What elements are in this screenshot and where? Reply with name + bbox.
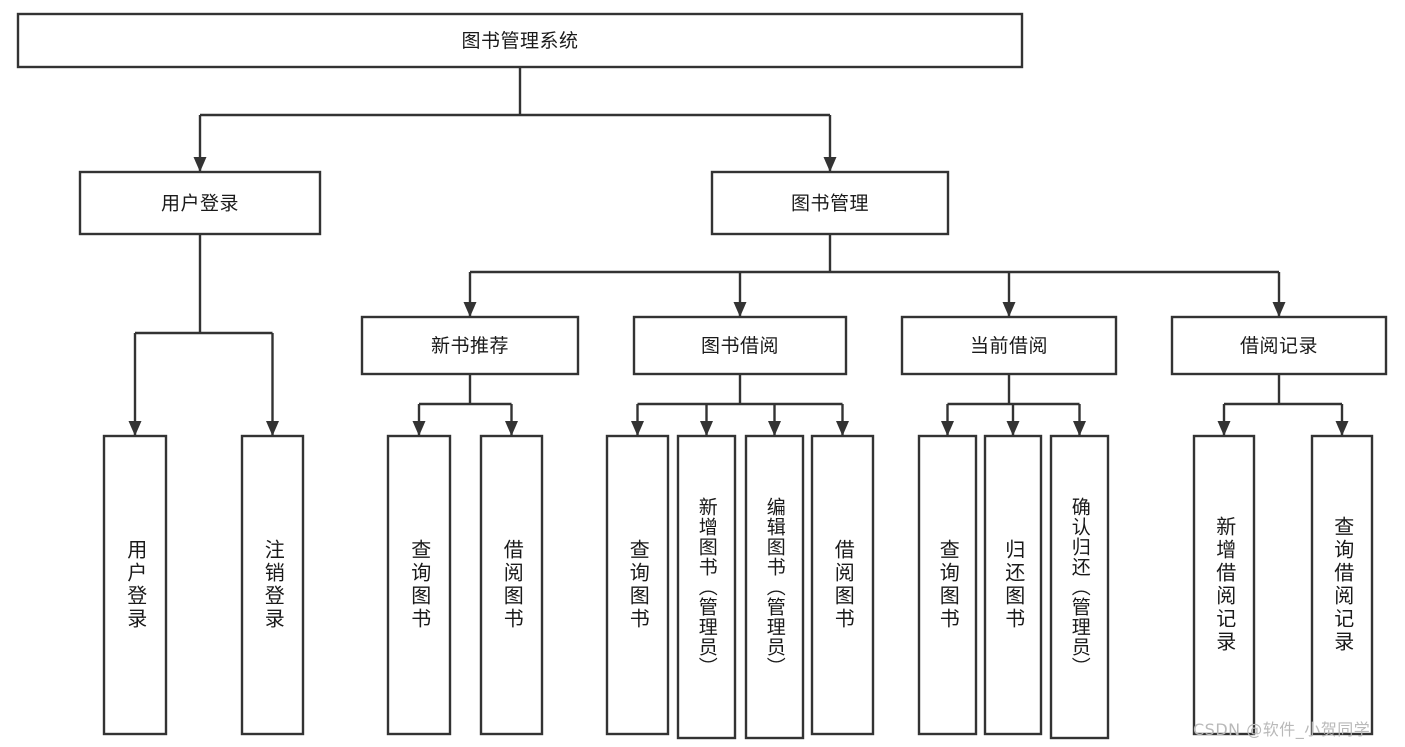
leaf-node-box[interactable] bbox=[744, 434, 805, 740]
level3-node-label: 借阅记录 bbox=[1240, 335, 1318, 357]
root-node-label: 图书管理系统 bbox=[461, 30, 578, 52]
connector-edges bbox=[128, 67, 1349, 436]
arrow-head-icon bbox=[768, 421, 781, 436]
arrow-head-icon bbox=[733, 302, 747, 317]
leaf-node-box[interactable] bbox=[983, 434, 1043, 736]
level3-node-box[interactable] bbox=[900, 315, 1118, 376]
level2-node-box[interactable] bbox=[78, 170, 322, 236]
leaf-node-box[interactable] bbox=[479, 434, 544, 736]
arrow-head-icon bbox=[836, 421, 849, 436]
leaf-node-box[interactable] bbox=[676, 434, 737, 740]
arrow-head-icon bbox=[941, 421, 954, 436]
arrow-head-icon bbox=[463, 302, 477, 317]
arrow-head-icon bbox=[1006, 421, 1020, 436]
arrow-head-icon bbox=[631, 421, 644, 436]
level3-node-label: 新书推荐 bbox=[431, 335, 509, 357]
arrow-head-icon bbox=[266, 421, 279, 436]
arrow-head-icon bbox=[1272, 302, 1286, 317]
level2-node-box[interactable] bbox=[710, 170, 950, 236]
csdn-watermark: CSDN @软件_小贺同学 bbox=[1193, 720, 1371, 739]
arrow-head-icon bbox=[193, 157, 207, 172]
leaf-node-box[interactable] bbox=[386, 434, 452, 736]
level3-node-label: 图书借阅 bbox=[701, 335, 779, 357]
arrow-head-icon bbox=[823, 157, 837, 172]
arrow-head-icon bbox=[1073, 421, 1086, 436]
leaf-node-box[interactable] bbox=[240, 434, 305, 736]
level3-node-box[interactable] bbox=[632, 315, 848, 376]
arrow-head-icon bbox=[1217, 421, 1231, 436]
arrow-head-icon bbox=[1335, 421, 1349, 436]
leaf-node-box[interactable] bbox=[1049, 434, 1110, 740]
leaf-node-box[interactable] bbox=[102, 434, 168, 736]
root-node-box[interactable] bbox=[16, 12, 1024, 69]
level2-node-label: 图书管理 bbox=[791, 193, 869, 215]
leaf-node-box[interactable] bbox=[917, 434, 978, 736]
arrow-head-icon bbox=[505, 421, 518, 436]
level3-node-label: 当前借阅 bbox=[970, 335, 1048, 357]
arrow-head-icon bbox=[1002, 302, 1016, 317]
arrow-head-icon bbox=[128, 421, 142, 436]
node-boxes bbox=[16, 12, 1388, 740]
leaf-node-box[interactable] bbox=[1192, 434, 1256, 736]
leaf-node-box[interactable] bbox=[1310, 434, 1374, 736]
level2-node-label: 用户登录 bbox=[161, 193, 239, 215]
arrow-head-icon bbox=[700, 421, 713, 436]
level3-node-box[interactable] bbox=[1170, 315, 1388, 376]
arrow-head-icon bbox=[412, 421, 426, 436]
leaf-node-box[interactable] bbox=[605, 434, 670, 736]
leaf-node-box[interactable] bbox=[810, 434, 875, 736]
level3-node-box[interactable] bbox=[360, 315, 580, 376]
